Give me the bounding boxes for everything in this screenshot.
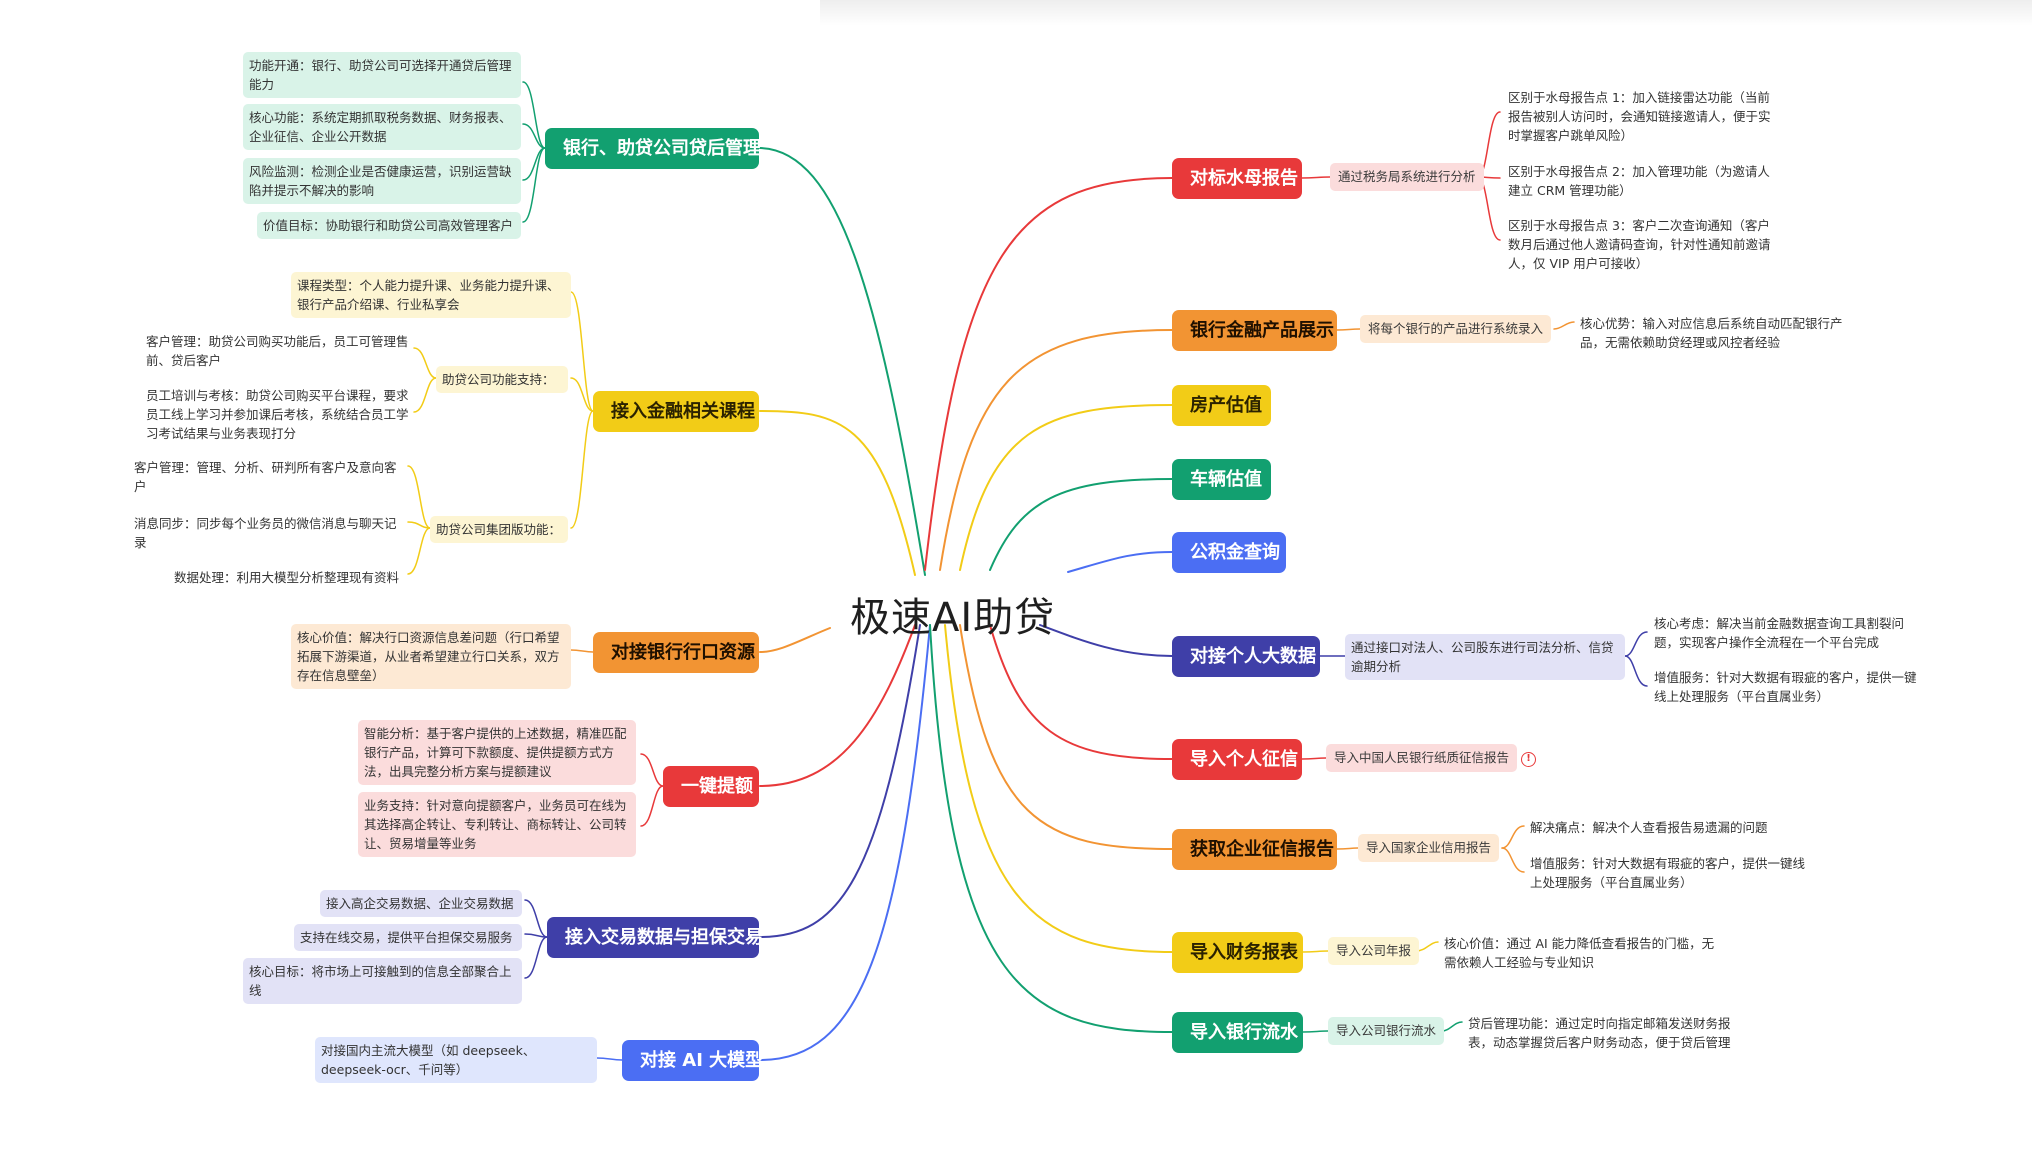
link-car-valuation [989,478,1173,571]
central-topic[interactable]: 极速AI助贷 [850,595,1056,641]
link-course-leaf-2 [570,410,594,529]
personal-credit-import[interactable]: 导入中国人民银行纸质征信报告 [1326,744,1518,772]
leaf-financial-core-value[interactable]: 核心价值：通过 AI 能力降低查看报告的门槛，无需依赖人工经验与专业知识 [1444,936,1715,970]
link-bf-leaf [1441,1021,1463,1032]
leaf-bank-flow-post-loan[interactable]: 贷后管理功能：通过定时向指定邮箱发送财务报表，动态掌握贷后客户财务动态，便于贷后… [1468,1016,1731,1050]
leaf-trade-core-goal[interactable]: 核心目标：将市场上可接触到的信息全部聚合上线 [243,958,522,1004]
link-bank-flow [929,624,1173,1033]
leaf-products-core-advantage[interactable]: 核心优势：输入对应信息后系统自动匹配银行产品，无需依赖助贷经理或风控者经验 [1580,316,1843,350]
leaf-loan-core-function[interactable]: 核心功能：系统定期抓取税务数据、财务报表、企业征信、企业公开数据 [243,104,521,150]
enterprise-credit-import[interactable]: 导入国家企业信用报告 [1358,834,1500,862]
link-oneclick-leaf-0 [640,753,664,787]
link-bank-loan [759,147,926,576]
leaf-loan-feature-enable[interactable]: 功能开通：银行、助贷公司可选择开通贷后管理能力 [243,52,521,98]
leaf-course-support[interactable]: 助贷公司功能支持： [436,366,568,393]
link-trade-leaf-2 [524,936,548,979]
leaf-personal-data-value-added[interactable]: 增值服务：针对大数据有瑕疵的客户，提供一键线上处理服务（平台直属业务） [1654,670,1917,704]
financial-report-import[interactable]: 导入公司年报 [1328,937,1420,965]
leaf-course-support-training[interactable]: 员工培训与考核：助贷公司购买平台课程，要求员工线上学习并参加课后考核，系统结合员… [146,388,409,441]
link-finance-course [759,410,916,576]
branch-ai-model[interactable]: 对接 AI 大模型 [622,1040,763,1081]
link-fr-leaf [1415,941,1439,952]
branch-personal-credit[interactable]: 导入个人征信 [1172,739,1302,780]
branch-personal-big-data[interactable]: 对接个人大数据 [1172,636,1320,677]
branch-car-valuation[interactable]: 车辆估值 [1172,459,1271,500]
link-trade-leaf-0 [524,899,548,938]
link-pd-leaf-1 [1624,655,1648,687]
bank-flow-import[interactable]: 导入公司银行流水 [1328,1017,1445,1045]
top-shadow [820,0,2032,26]
link-bank-channel [759,627,831,653]
leaf-enterprise-value-added[interactable]: 增值服务：针对大数据有瑕疵的客户，提供一键线上处理服务（平台直属业务） [1530,856,1806,890]
personal-data-judicial-analysis[interactable]: 通过接口对法人、公司股东进行司法分析、信贷逾期分析 [1345,634,1625,680]
leaf-benchmark-point-3[interactable]: 区别于水母报告点 3：客户二次查询通知（客户数月后通过他人邀请码查询，针对性通知… [1508,218,1771,271]
link-bench-sub [1301,176,1331,179]
leaf-loan-risk-monitor[interactable]: 风险监测：检测企业是否健康运营，识别运营缺陷并提示不解决的影响 [243,158,521,204]
leaf-course-group[interactable]: 助贷公司集团版功能： [430,516,568,543]
branch-bank-products[interactable]: 银行金融产品展示 [1172,310,1337,351]
warning-icon[interactable]: ! [1521,752,1536,767]
link-fr-sub [1302,950,1329,953]
benchmark-tax-analysis[interactable]: 通过税务局系统进行分析 [1330,163,1484,191]
branch-one-click-boost[interactable]: 一键提额 [663,766,759,807]
link-loan-leaf-1 [522,123,546,149]
link-ai-leaf [596,1057,623,1061]
link-prod-leaf [1553,321,1575,330]
link-course-leaf-1 [570,377,594,412]
branch-trade-data[interactable]: 接入交易数据与担保交易 [547,917,763,958]
leaf-trade-online[interactable]: 支持在线交易，提供平台担保交易服务 [294,924,522,951]
link-benchmark [924,177,1173,571]
leaf-benchmark-point-2[interactable]: 区别于水母报告点 2：加入管理功能（为邀请人建立 CRM 管理功能） [1508,164,1770,198]
link-financial-report [944,624,1173,953]
link-house-valuation [959,404,1173,571]
link-trade-data [759,624,921,938]
link-loan-leaf-2 [522,147,546,181]
branch-finance-course[interactable]: 接入金融相关课程 [593,391,759,432]
link-fund-query [1067,551,1173,573]
link-ec-sub [1336,847,1359,850]
branch-financial-report[interactable]: 导入财务报表 [1172,932,1303,973]
leaf-loan-value-goal[interactable]: 价值目标：协助银行和助贷公司高效管理客户 [257,212,521,239]
leaf-course-group-data[interactable]: 数据处理：利用大模型分析整理现有资料 [174,570,400,585]
link-prod-sub [1336,328,1361,331]
leaf-enterprise-pain-point[interactable]: 解决痛点：解决个人查看报告易遗漏的问题 [1530,820,1768,835]
branch-enterprise-credit[interactable]: 获取企业征信报告 [1172,829,1337,870]
link-loan-leaf-0 [522,81,546,149]
link-trade-leaf-1 [524,933,548,938]
leaf-ai-model-list[interactable]: 对接国内主流大模型（如 deepseek、deepseek-ocr、千问等） [315,1037,597,1083]
branch-benchmark-report[interactable]: 对标水母报告 [1172,158,1302,199]
link-pd-leaf-0 [1624,631,1648,657]
branch-bank-loan-management[interactable]: 银行、助贷公司贷后管理 [545,128,761,169]
link-bf-sub [1302,1030,1329,1033]
leaf-course-type[interactable]: 课程类型：个人能力提升课、业务能力提升课、银行产品介绍课、行业私享会 [291,272,571,318]
link-pc-sub [1301,757,1327,760]
leaf-course-group-customer[interactable]: 客户管理：管理、分析、研判所有客户及意向客户 [134,460,397,494]
link-bank-products [939,329,1173,571]
link-ec-leaf-0 [1501,825,1525,849]
products-entry[interactable]: 将每个银行的产品进行系统录入 [1360,315,1552,343]
link-channel-leaf [570,649,594,653]
link-loan-leaf-3 [522,147,546,223]
leaf-channel-core-value[interactable]: 核心价值：解决行口资源信息差问题（行口希望拓展下游渠道，从业者希望建立行口关系，… [291,624,571,689]
link-enterprise-credit [959,624,1173,850]
branch-bank-channel[interactable]: 对接银行行口资源 [593,632,759,673]
link-personal-credit [989,624,1173,760]
leaf-oneclick-business-support[interactable]: 业务支持：针对意向提额客户，业务员可在线为其选择高企转让、专利转让、商标转让、公… [358,792,636,857]
link-personal-data [1039,624,1173,657]
branch-fund-query[interactable]: 公积金查询 [1172,532,1286,573]
link-oneclick-leaf-1 [640,785,664,827]
leaf-trade-data-import[interactable]: 接入高企交易数据、企业交易数据 [320,890,522,917]
link-ai-model [759,624,931,1061]
leaf-course-group-message[interactable]: 消息同步：同步每个业务员的微信消息与聊天记录 [134,516,397,550]
link-one-click [759,624,916,787]
link-course-leaf-0 [570,291,594,412]
leaf-personal-data-core[interactable]: 核心考虑：解决当前金融数据查询工具割裂问题，实现客户操作全流程在一个平台完成 [1654,616,1905,650]
branch-bank-flow[interactable]: 导入银行流水 [1172,1012,1303,1053]
branch-house-valuation[interactable]: 房产估值 [1172,385,1271,426]
link-ec-leaf-1 [1501,847,1525,873]
leaf-oneclick-smart-analysis[interactable]: 智能分析：基于客户提供的上述数据，精准匹配银行产品，计算可下款额度、提供提额方式… [358,720,636,785]
leaf-course-support-customer[interactable]: 客户管理：助贷公司购买功能后，员工可管理售前、贷后客户 [146,334,409,368]
leaf-benchmark-point-1[interactable]: 区别于水母报告点 1：加入链接雷达功能（当前报告被别人访问时，会通知链接邀请人，… [1508,90,1771,143]
